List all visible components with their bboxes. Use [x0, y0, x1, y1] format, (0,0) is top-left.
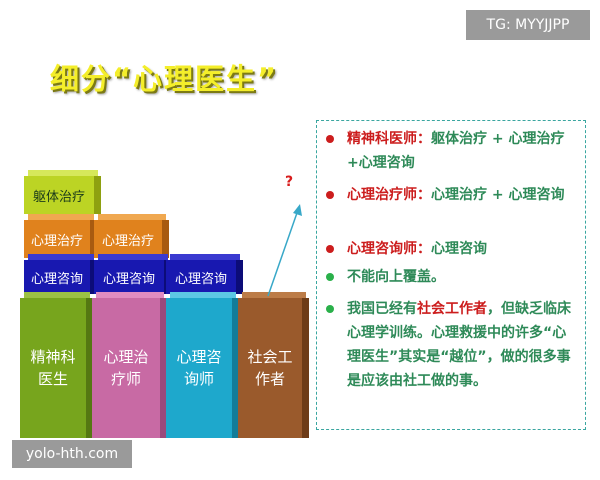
watermark-bottom: yolo-hth.com — [12, 440, 132, 468]
panel-item-psychiatrist: 精神科医师：躯体治疗 + 心理治疗+心理咨询 — [326, 127, 579, 175]
panel-item-therapist: 心理治疗师：心理治疗 + 心理咨询 — [326, 183, 579, 207]
arrow-icon — [267, 204, 302, 297]
base-therapist: 心理治疗师 — [92, 292, 167, 438]
block-psychotherapy-2-label: 心理治疗 — [101, 233, 154, 249]
block-counseling-1: 心理咨询 — [24, 254, 97, 294]
block-counseling-3-label: 心理咨询 — [174, 271, 227, 287]
bullet-green — [326, 305, 334, 313]
base-counselor: 心理咨询师 — [166, 292, 239, 438]
base-psychiatrist-label: 精神科医生 — [30, 348, 76, 388]
base-therapist-label: 心理治疗师 — [103, 348, 149, 388]
panel-item-social-worker-note: 我国已经有社会工作者，但缺乏临床心理学训练。心理救援中的许多“心理医生”其实是“… — [326, 297, 579, 393]
block-counseling-2: 心理咨询 — [94, 254, 171, 294]
base-psychiatrist: 精神科医生 — [20, 292, 93, 438]
slide-title: 细分“心理医生” — [50, 62, 279, 96]
block-psychotherapy-1: 心理治疗 — [24, 214, 97, 258]
bullet-red — [326, 135, 334, 143]
base-social-worker: 社会工作者 — [238, 292, 309, 438]
panel-item-no-overlap: 不能向上覆盖。 — [326, 265, 579, 289]
block-counseling-2-label: 心理咨询 — [102, 271, 155, 287]
bullet-red — [326, 245, 334, 253]
base-counselor-label: 心理咨询师 — [176, 348, 222, 388]
block-psychotherapy-1-label: 心理治疗 — [30, 233, 83, 249]
watermark-tg: TG: MYYJJPP — [466, 10, 590, 40]
block-somatic-therapy: 躯体治疗 — [24, 170, 101, 214]
question-mark: ? — [285, 174, 294, 190]
bullet-green — [326, 273, 334, 281]
bullet-red — [326, 191, 334, 199]
block-counseling-1-label: 心理咨询 — [30, 271, 83, 287]
panel-item-counselor: 心理咨询师：心理咨询 — [326, 237, 579, 261]
block-somatic-therapy-label: 躯体治疗 — [32, 189, 85, 205]
block-psychotherapy-2: 心理治疗 — [94, 214, 169, 258]
block-counseling-3: 心理咨询 — [166, 254, 243, 294]
info-panel: 精神科医师：躯体治疗 + 心理治疗+心理咨询 心理治疗师：心理治疗 + 心理咨询… — [316, 120, 586, 430]
base-social-worker-label: 社会工作者 — [247, 348, 293, 388]
